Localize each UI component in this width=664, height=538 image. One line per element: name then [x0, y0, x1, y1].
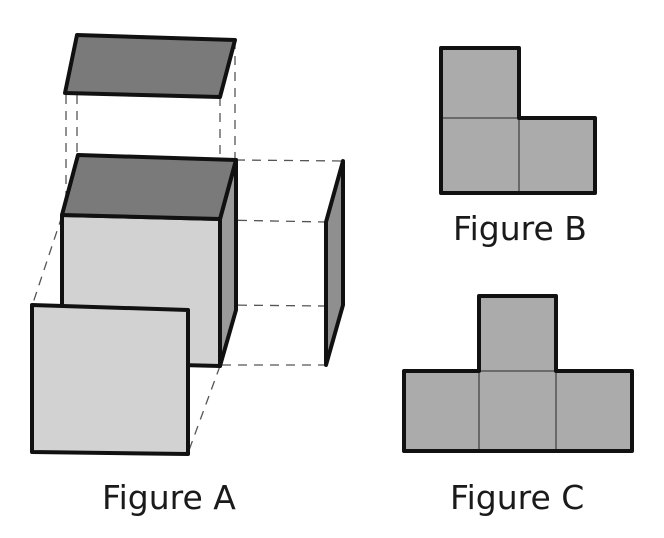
figure-a-top-face	[63, 33, 237, 99]
figure-a-caption: Figure A	[102, 478, 236, 517]
guide-line	[221, 304, 327, 307]
figure-c-outline	[402, 294, 634, 453]
figure-a-front-face	[30, 303, 190, 456]
figure-c-tile	[479, 296, 556, 371]
figure-b-tile	[519, 118, 595, 193]
figure-c-tile	[404, 371, 479, 451]
figure-c-caption: Figure C	[450, 478, 585, 517]
figure-b-tile	[441, 48, 519, 118]
figure-a-side-face	[324, 159, 345, 367]
guide-line	[235, 159, 344, 162]
figure-a-drawing	[30, 33, 345, 456]
figure-b-drawing	[439, 46, 597, 195]
figure-a-guide-lines	[31, 40, 344, 454]
guide-line	[187, 365, 221, 454]
guide-line	[221, 219, 327, 223]
guide-line	[31, 215, 63, 307]
figure-c-tile	[556, 371, 632, 451]
figure-a-cube-top	[60, 153, 238, 221]
figure-c-tile	[479, 371, 556, 451]
figure-c-drawing	[402, 294, 634, 453]
figure-b-tile	[441, 118, 519, 193]
figure-b-outline	[439, 46, 597, 195]
figure-b-caption: Figure B	[453, 209, 587, 248]
